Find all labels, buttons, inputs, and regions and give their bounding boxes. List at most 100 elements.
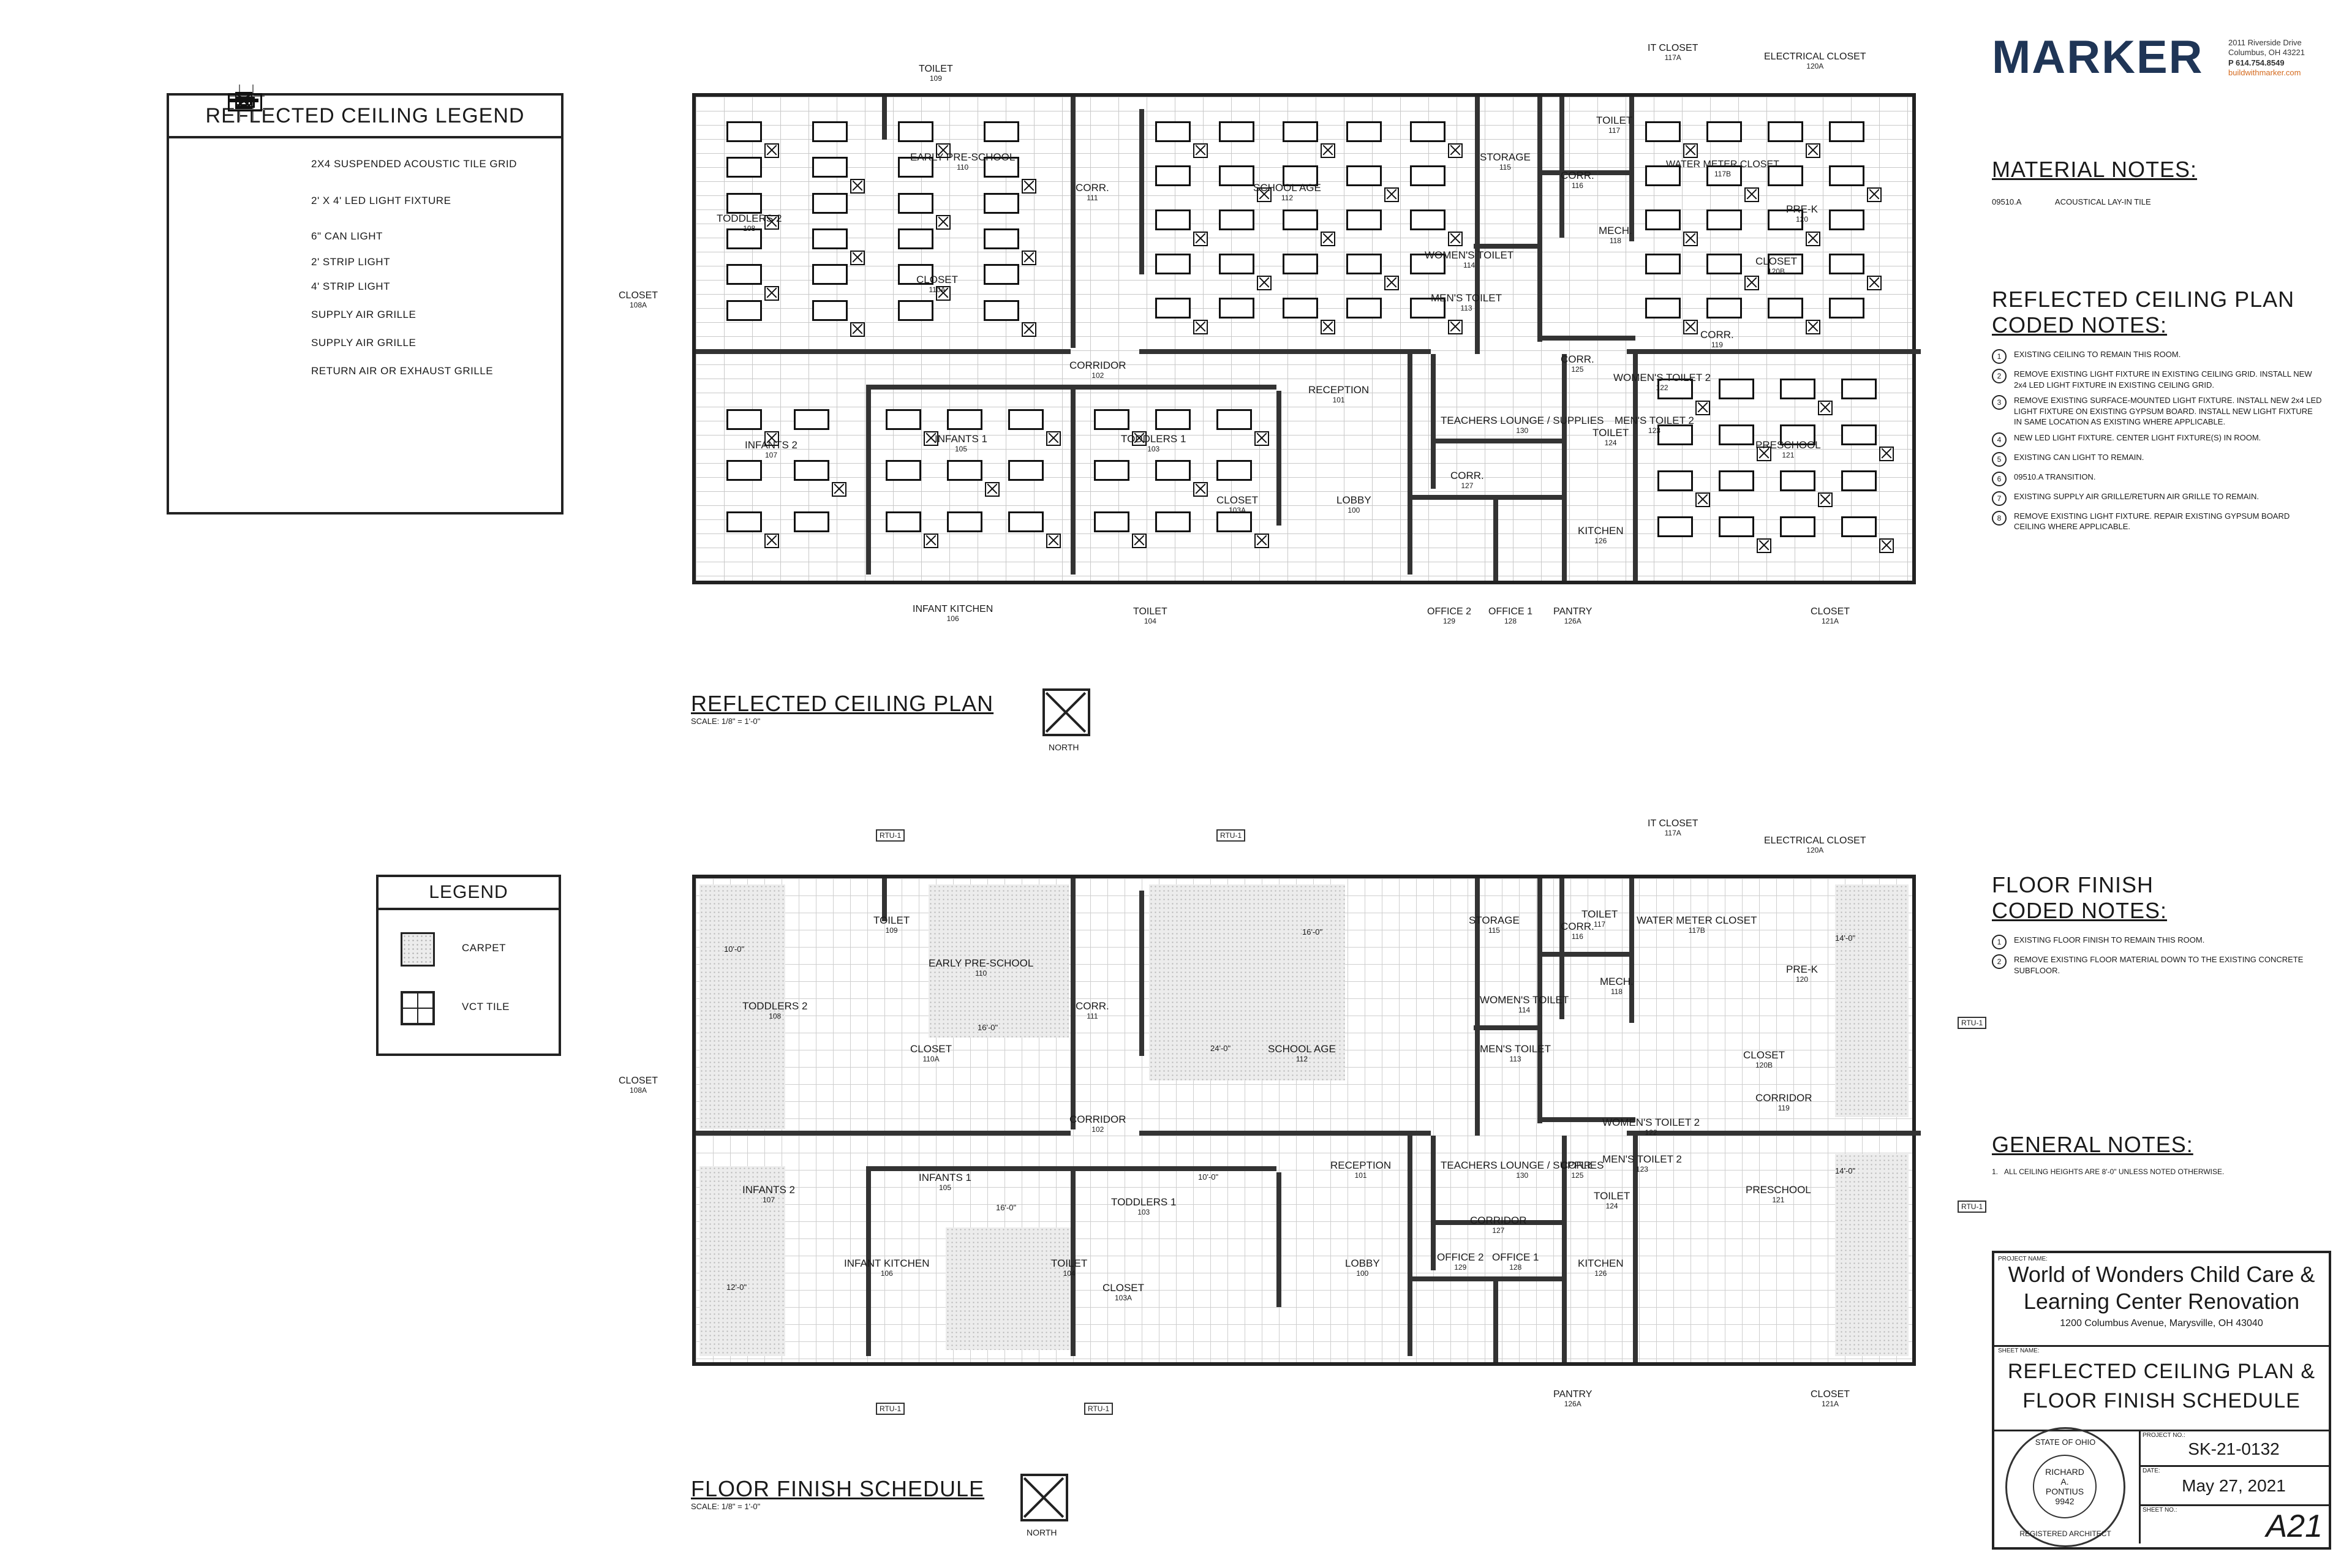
led-fixture-icon — [1219, 298, 1254, 318]
led-fixture-icon — [726, 264, 762, 285]
note-text: REMOVE EXISTING LIGHT FIXTURE IN EXISTIN… — [2014, 369, 2312, 390]
callout-number: 117B — [1714, 169, 1732, 178]
led-fixture-icon — [1829, 298, 1864, 318]
carpet-area — [699, 884, 785, 1129]
note-number-icon: 6 — [1992, 471, 2007, 486]
supply-grille-square-icon — [924, 431, 938, 446]
led-fixture-icon — [1841, 470, 1877, 491]
floor-wall — [1493, 1276, 1498, 1362]
note-number-icon: 5 — [1992, 451, 2007, 467]
rcp-wall — [1537, 170, 1629, 175]
callout-name: CLOSET — [619, 1076, 658, 1086]
floor-coded-notes-title1: FLOOR FINISH — [1992, 872, 2154, 897]
project-no-label: PROJECT NO.: — [2143, 1432, 2185, 1439]
led-fixture-icon — [1706, 298, 1742, 318]
led-fixture-icon — [1410, 165, 1446, 186]
led-fixture-icon — [886, 460, 921, 481]
led-fixture-icon — [812, 264, 848, 285]
rcp-coded-notes-title2: CODED NOTES: — [1992, 312, 2168, 337]
room-name: PRESCHOOL — [1746, 1184, 1811, 1196]
led-fixture-icon — [726, 192, 762, 214]
rtu-label: RTU-1 — [876, 829, 905, 842]
floor-wall — [1633, 1136, 1638, 1362]
led-fixture-icon — [1768, 121, 1803, 142]
supply-grille-square-icon — [1744, 276, 1759, 290]
supply-grille-square-icon — [1867, 276, 1882, 290]
sheet-name-line2: FLOOR FINISH SCHEDULE — [2022, 1389, 2301, 1412]
floor-wall — [696, 1131, 1071, 1136]
led-fixture-icon — [1219, 121, 1254, 142]
room-name: CORRIDOR — [1755, 1092, 1812, 1104]
rcp-wall — [1408, 495, 1562, 500]
room-name: PRESCHOOL — [1755, 439, 1821, 451]
address-line1: 2011 Riverside Drive — [2228, 38, 2302, 47]
supply-grille-square-icon — [764, 286, 779, 301]
floor-wall — [1431, 1136, 1436, 1270]
material-code: 09510.A — [1992, 197, 2022, 206]
sheet-name-label: SHEET NAME: — [1998, 1348, 2040, 1354]
led-fixture-icon — [1346, 298, 1382, 318]
room-number: 113 — [1460, 303, 1472, 312]
supply-grille-square-icon — [1384, 187, 1399, 202]
room-name: TOILET — [873, 914, 910, 926]
led-fixture-icon — [1219, 209, 1254, 230]
room-number: 105 — [954, 444, 967, 453]
rcp-wall — [1071, 385, 1076, 575]
room-name: OFFICE 2 — [1437, 1251, 1484, 1263]
general-notes-title: GENERAL NOTES: — [1992, 1132, 2193, 1157]
room-name: PRE-K — [1786, 963, 1818, 975]
supply-grille-square-icon — [1193, 143, 1208, 158]
floor-wall — [1474, 1025, 1537, 1030]
rcp-wall — [1493, 495, 1498, 581]
room-number: 122 — [1645, 1128, 1657, 1137]
room-name: CORR. — [1700, 329, 1734, 341]
rcp-wall — [696, 349, 1071, 354]
room-name: WOMEN'S TOILET — [1425, 249, 1514, 261]
led-fixture-icon — [1719, 424, 1754, 445]
room-label: MECH.118 — [1599, 225, 1632, 245]
room-name: TOILET — [1596, 115, 1633, 126]
rcp-wall — [882, 97, 887, 140]
material-text: ACOUSTICAL LAY-IN TILE — [2054, 197, 2151, 206]
seal-name3: PONTIUS — [2045, 1487, 2084, 1496]
room-number: 103 — [1147, 444, 1160, 453]
title-block: PROJECT NAME: World of Wonders Child Car… — [1992, 1251, 2331, 1550]
supply-grille-square-icon — [1867, 187, 1882, 202]
sheet-no-label: SHEET NO.: — [2143, 1507, 2177, 1513]
legend-carpet-label: CARPET — [462, 942, 506, 954]
led-fixture-icon — [1219, 254, 1254, 274]
floor-wall — [1629, 878, 1634, 1023]
room-name: INFANT KITCHEN — [844, 1257, 930, 1269]
led-fixture-icon — [1094, 409, 1129, 430]
logo-text: MARKER — [1992, 31, 2204, 83]
room-number: 117 — [1594, 919, 1606, 929]
led-fixture-icon — [726, 228, 762, 249]
room-number: 111 — [1087, 1011, 1098, 1020]
note-text: EXISTING CEILING TO REMAIN THIS ROOM. — [2014, 350, 2181, 359]
led-fixture-icon — [1645, 165, 1681, 186]
callout-name: IT CLOSET — [1648, 43, 1698, 53]
room-number: 124 — [1605, 1201, 1618, 1210]
rcp-north-label: NORTH — [1049, 742, 1079, 752]
coded-note: 2 REMOVE EXISTING LIGHT FIXTURE IN EXISTI… — [1992, 369, 2323, 390]
note-number-icon: 2 — [1992, 369, 2007, 383]
room-name: CORR. — [1561, 921, 1594, 932]
led-fixture-icon — [984, 157, 1019, 178]
note-text: EXISTING FLOOR FINISH TO REMAIN THIS ROO… — [2014, 935, 2205, 944]
